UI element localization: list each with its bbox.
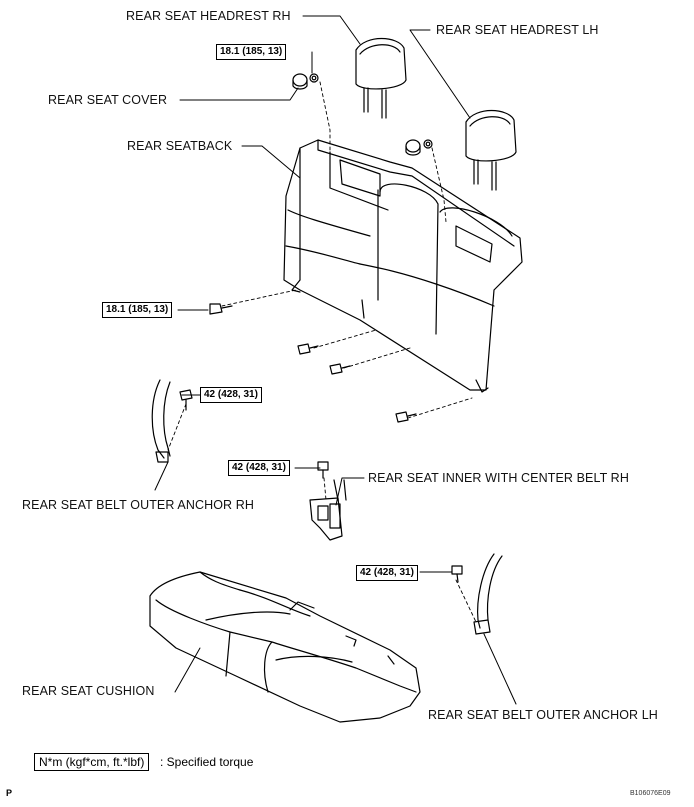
label-seat-cover: REAR SEAT COVER (48, 93, 168, 107)
outer-anchor-lh-drawing (473, 553, 503, 635)
torque-seatback-bolt: 18.1 (185, 13) (102, 302, 173, 318)
drawing-code: B106076E09 (630, 790, 671, 797)
label-seatback: REAR SEATBACK (127, 139, 233, 153)
torque-cover-bolt: 18.1 (185, 13) (216, 44, 287, 60)
footer-letter: P (6, 788, 13, 798)
legend-description: : Specified torque (160, 755, 254, 769)
torque-anchor-rh: 42 (428, 31) (200, 387, 262, 403)
label-inner-center-belt-rh: REAR SEAT INNER WITH CENTER BELT RH (368, 471, 629, 485)
label-seat-cushion: REAR SEAT CUSHION (22, 684, 155, 698)
seat-cover-parts (292, 73, 433, 156)
headrest-rh-drawing (355, 38, 407, 119)
seatback-drawing (283, 139, 523, 393)
headrest-lh-drawing (465, 110, 517, 191)
label-outer-anchor-lh: REAR SEAT BELT OUTER ANCHOR LH (428, 708, 658, 722)
seat-cushion-drawing (149, 571, 421, 723)
inner-center-belt-drawing (309, 479, 347, 541)
label-headrest-rh: REAR SEAT HEADREST RH (126, 9, 291, 23)
bolt-icons (179, 303, 463, 583)
assembly-dashed-lines (167, 81, 477, 623)
legend-torque-unit-box: N*m (kgf*cm, ft.*lbf) (34, 753, 150, 771)
torque-center-belt: 42 (428, 31) (228, 460, 290, 476)
label-outer-anchor-rh: REAR SEAT BELT OUTER ANCHOR RH (22, 498, 254, 512)
label-headrest-lh: REAR SEAT HEADREST LH (436, 23, 599, 37)
leader-lines (154, 15, 517, 705)
outer-anchor-rh-drawing (151, 379, 171, 463)
torque-anchor-lh: 42 (428, 31) (356, 565, 418, 581)
